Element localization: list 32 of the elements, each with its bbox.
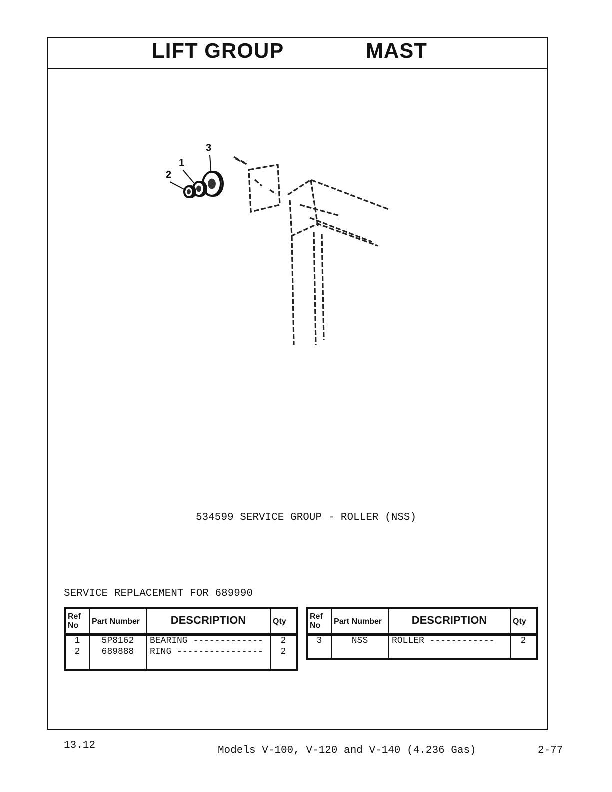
column-header: Part Number <box>90 608 146 634</box>
table-cell: 3 <box>307 634 332 659</box>
table-cell: 2 <box>510 634 537 659</box>
note: SERVICE REPLACEMENT FOR 689990 <box>64 588 254 600</box>
column-header: DESCRIPTION <box>146 608 270 634</box>
table-cell: ROLLER ------------ <box>388 634 510 659</box>
table-cell: NSS <box>332 634 388 659</box>
column-header: Part Number <box>332 608 388 634</box>
caption: 534599 SERVICE GROUP - ROLLER (NSS) <box>196 512 417 524</box>
table-cell: 1 <box>65 634 90 647</box>
table-cell: 2 <box>270 647 297 670</box>
callout-number: 3 <box>206 143 212 154</box>
column-header: Ref No <box>307 608 332 634</box>
callout-number: 2 <box>166 170 172 181</box>
table-cell: RING ---------------- <box>146 647 270 670</box>
leader-line <box>182 170 196 185</box>
column-header: DESCRIPTION <box>388 608 510 634</box>
heading: MAST <box>366 40 428 64</box>
leader-line <box>170 182 186 190</box>
ring-drawing <box>184 186 196 198</box>
footer-text: Models V-100, V-120 and V-140 (4.236 Gas) <box>218 745 476 757</box>
table-cell: 2 <box>270 634 297 647</box>
table-cell: 2 <box>65 647 90 670</box>
page-number: 13.12 <box>64 740 96 752</box>
callout-number: 1 <box>179 158 185 169</box>
heading: LIFT GROUP <box>152 40 284 64</box>
leader-line <box>210 154 212 173</box>
column-header: Ref No <box>65 608 90 634</box>
table-cell: 5P8162 <box>90 634 146 647</box>
table-cell: BEARING ------------- <box>146 634 270 647</box>
page-number: 2-77 <box>538 745 564 757</box>
table-cell: 689888 <box>90 647 146 670</box>
